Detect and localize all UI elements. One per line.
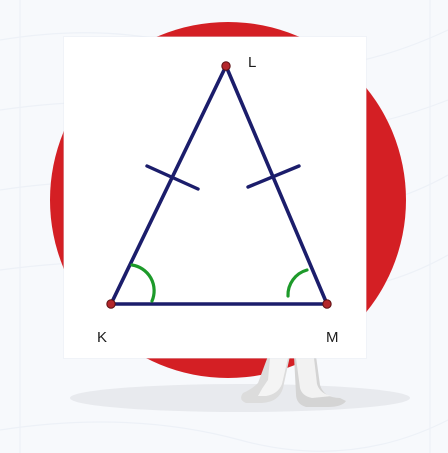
vertex-label-k: K bbox=[97, 329, 108, 346]
vertex-label-m: M bbox=[326, 329, 339, 346]
angle-arc-m bbox=[286, 268, 309, 298]
side-lk bbox=[109, 64, 228, 306]
angle-arc-k bbox=[130, 263, 156, 303]
vertex-point-m bbox=[322, 299, 332, 309]
figure-feet bbox=[241, 356, 346, 407]
tick-mark-lm bbox=[246, 164, 301, 189]
vertex-label-l: L bbox=[248, 54, 257, 71]
vertex-point-k bbox=[106, 299, 116, 309]
side-lm bbox=[224, 64, 329, 306]
tick-mark-lk bbox=[145, 164, 200, 191]
vertex-point-l bbox=[221, 61, 231, 71]
